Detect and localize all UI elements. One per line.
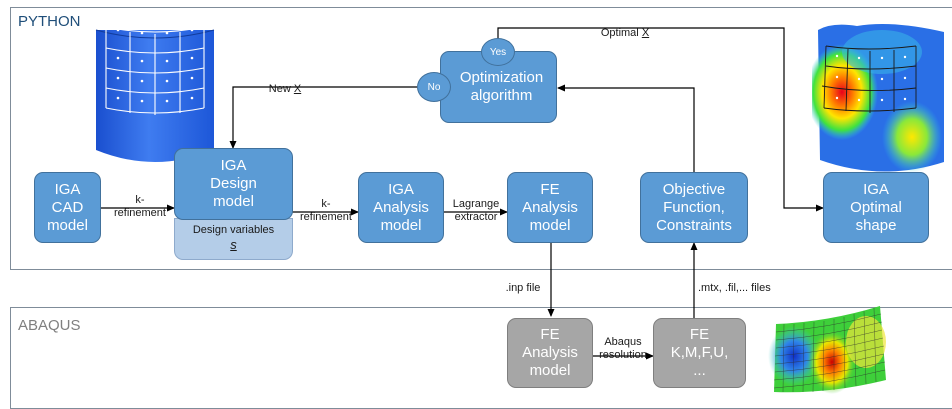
iga-design-model-box[interactable]: IGA Design model [174, 148, 293, 220]
arrow-no-new-x [229, 86, 417, 149]
optimal-x-label: Optimal X [580, 14, 670, 40]
arrow-objective-to-optimization [557, 84, 695, 172]
k-refinement-label-2: k- refinement [300, 198, 352, 223]
iga-analysis-model-box[interactable]: IGA Analysis model [358, 172, 444, 243]
fe-analysis-model-box[interactable]: FE Analysis model [507, 172, 593, 243]
connectors [101, 27, 824, 360]
abaqus-fe-analysis-box[interactable]: FE Analysis model [507, 318, 593, 388]
abaqus-section-label: ABAQUS [18, 317, 81, 334]
design-variables-label: Design variables [192, 224, 275, 236]
k-refinement-label-1: k- refinement [114, 194, 166, 219]
new-x-var: X [293, 83, 302, 95]
objective-function-box[interactable]: Objective Function, Constraints [640, 172, 748, 243]
cylinder-mesh-icon [95, 26, 215, 162]
new-x-label: New X [255, 70, 315, 96]
optimal-x-prefix: Optimal [600, 27, 642, 39]
abaqus-fe-matrices-box[interactable]: FE K,M,F,U, ... [653, 318, 746, 388]
abaqus-panel-mesh-icon [768, 306, 886, 394]
optimal-x-var: X [641, 27, 650, 39]
new-x-prefix: New [268, 83, 294, 95]
mtx-files-label: .mtx, .fil,... files [698, 282, 771, 294]
lagrange-extractor-label: Lagrange extractor [452, 198, 500, 223]
design-variables-symbol: s [230, 237, 237, 252]
abaqus-resolution-label: Abaqus resolution [599, 336, 647, 361]
workflow-diagram: PYTHON ABAQUS [10, 7, 952, 409]
iga-optimal-shape-box[interactable]: IGA Optimal shape [823, 172, 929, 243]
python-section-label: PYTHON [18, 13, 81, 30]
inp-file-label: .inp file [505, 282, 541, 294]
yes-circle: Yes [481, 38, 515, 66]
no-circle: No [417, 72, 451, 102]
iga-cad-model-box[interactable]: IGA CAD model [34, 172, 101, 243]
design-variables-box: Design variables s [174, 218, 293, 260]
arrow-yes-optimal-x [497, 27, 824, 212]
optimal-shape-mesh-icon [812, 24, 944, 173]
